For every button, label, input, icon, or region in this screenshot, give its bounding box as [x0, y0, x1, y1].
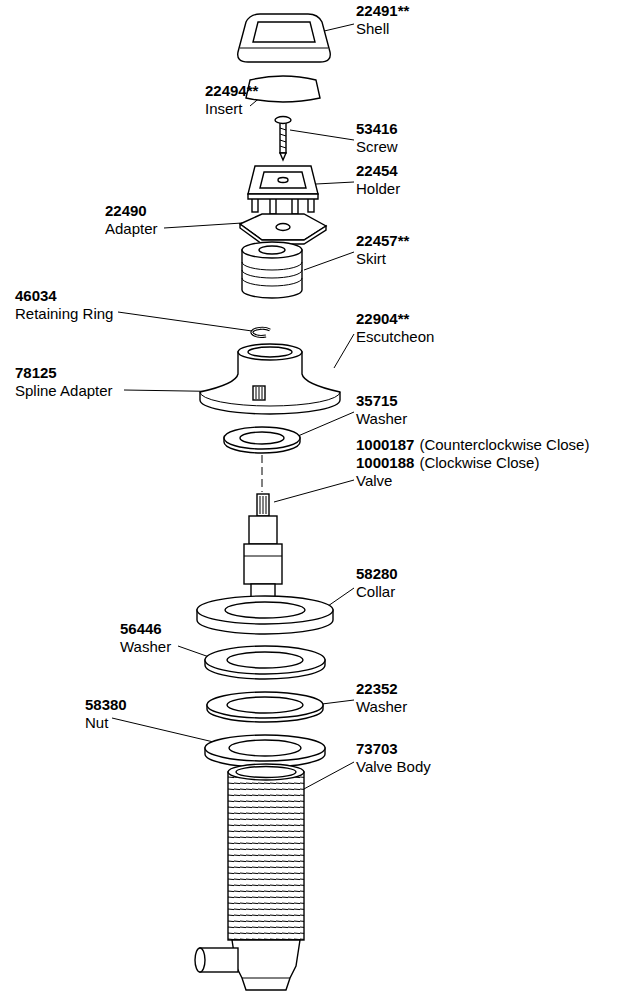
part-number: 22454: [356, 162, 398, 180]
part-number: 22494**: [205, 82, 258, 100]
part-name: Insert: [205, 100, 243, 118]
part-number: 58280: [356, 565, 398, 583]
part-name: Skirt: [356, 250, 386, 268]
part-number: 22352: [356, 680, 398, 698]
part-number: 58380: [85, 696, 127, 714]
part-name: Valve Body: [356, 758, 431, 776]
part-number: 53416: [356, 120, 398, 138]
part-number: 22904**: [356, 310, 409, 328]
adapter: [240, 214, 326, 244]
part-name: (Counterclockwise Close): [419, 436, 589, 454]
spline-adapter: [253, 386, 265, 400]
leader-lines: [112, 24, 354, 790]
screw: [275, 117, 291, 161]
valve-body: [195, 764, 304, 990]
part-number: 35715: [356, 392, 398, 410]
part-number: 22457**: [356, 232, 409, 250]
collar: [197, 596, 333, 634]
part-name: Washer: [356, 410, 407, 428]
washer: [207, 692, 323, 722]
part-name: Holder: [356, 180, 400, 198]
part-name: (Clockwise Close): [419, 454, 539, 472]
washer: [205, 646, 325, 679]
nut: [205, 735, 325, 767]
part-name: Valve: [356, 472, 392, 490]
part-name: Shell: [356, 20, 389, 38]
part-name: Nut: [85, 714, 108, 732]
valve: [244, 494, 282, 598]
part-number: 1000187: [356, 436, 414, 454]
part-name: Adapter: [105, 220, 158, 238]
axis-line: [262, 455, 263, 492]
shell: [238, 14, 331, 62]
part-number: 1000188: [356, 454, 414, 472]
part-number: 22491**: [356, 2, 409, 20]
part-number: 73703: [356, 740, 398, 758]
part-name: Escutcheon: [356, 328, 434, 346]
washer: [224, 427, 300, 453]
part-name: Washer: [120, 638, 171, 656]
skirt: [242, 242, 302, 298]
part-name: Retaining Ring: [15, 305, 113, 323]
holder: [248, 166, 318, 214]
part-name: Collar: [356, 583, 395, 601]
part-name: Washer: [356, 698, 407, 716]
retaining-ring: [252, 328, 270, 336]
part-number: 46034: [15, 287, 57, 305]
part-name: Spline Adapter: [15, 382, 113, 400]
part-name: Screw: [356, 138, 398, 156]
part-number: 78125: [15, 364, 57, 382]
escutcheon: [200, 344, 340, 414]
part-number: 56446: [120, 620, 162, 638]
part-number: 22490: [105, 202, 147, 220]
